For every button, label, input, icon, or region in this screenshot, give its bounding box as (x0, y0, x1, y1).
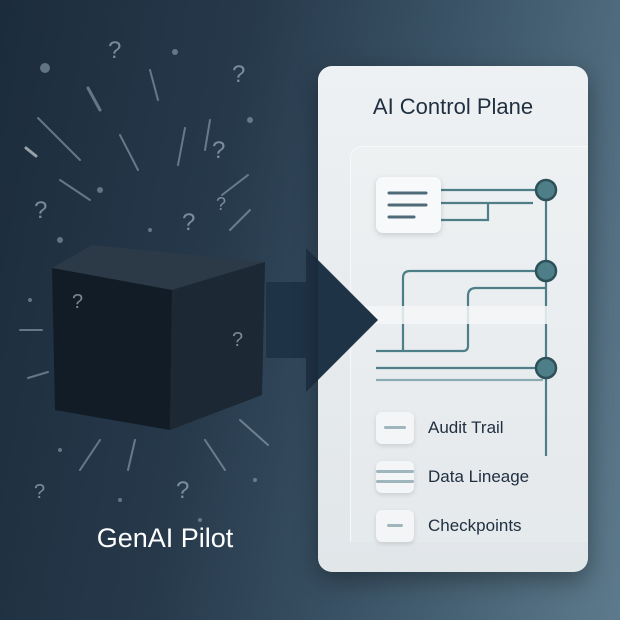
question-mark: ? (34, 197, 47, 224)
genai-pilot-label: GenAI Pilot (96, 523, 234, 553)
control-plane-panel: AI Control Plane Audit Trail (318, 66, 588, 572)
question-marks: ? ? ? ? ? ? ? ? ? ? (34, 37, 245, 504)
chaos-streaks (19, 69, 269, 471)
question-mark: ? (176, 477, 189, 504)
node-icon (534, 178, 558, 202)
single-line-icon (376, 412, 414, 444)
question-mark: ? (182, 209, 195, 236)
legend-checkpoints: Checkpoints (376, 510, 522, 542)
legend-audit-trail: Audit Trail (376, 412, 504, 444)
legend-label: Data Lineage (428, 467, 530, 486)
question-mark: ? (108, 37, 121, 64)
double-line-icon (376, 461, 414, 493)
question-mark: ? (212, 137, 225, 164)
panel-title: AI Control Plane (372, 94, 534, 119)
question-mark: ? (72, 291, 83, 313)
black-box-cube-icon (52, 245, 265, 430)
question-mark: ? (232, 61, 245, 88)
document-icon (376, 177, 441, 233)
checkpoint-nodes (534, 178, 558, 380)
question-mark: ? (216, 194, 226, 214)
short-line-icon (376, 510, 414, 542)
legend-label: Checkpoints (428, 516, 522, 535)
node-icon (534, 259, 558, 283)
legend-data-lineage: Data Lineage (376, 461, 529, 493)
question-mark: ? (232, 329, 243, 351)
node-icon (534, 356, 558, 380)
flow-diagram (358, 177, 558, 456)
legend-label: Audit Trail (428, 418, 504, 437)
question-mark: ? (34, 481, 45, 503)
